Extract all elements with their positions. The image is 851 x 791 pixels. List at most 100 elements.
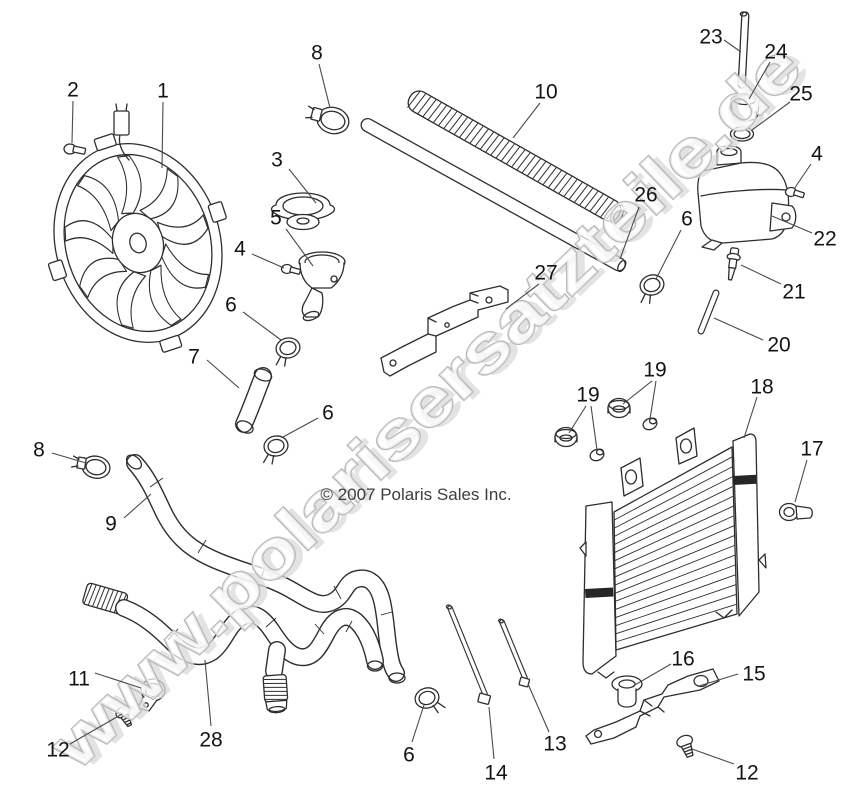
duct-rib [485,134,500,153]
cooling-fan [47,103,227,353]
bleed-fitting [726,247,741,281]
callout-mount-bracket: 27 [534,262,557,285]
fan-blade [117,154,142,215]
duct-rib [553,173,568,191]
lower-hose [82,582,384,714]
callout-vent-tube: 20 [767,334,790,357]
hose-rib [263,678,286,680]
leader-line-radiator [743,396,758,439]
leader-line-mount-grommet-b [568,405,587,434]
duct-rib [480,131,494,150]
coolant-reservoir [697,145,797,251]
fan-screw [63,143,87,155]
callout-fan-screw: 2 [67,79,79,102]
radiator-fin [614,495,734,553]
fan-blade [139,168,179,220]
callout-coolant-reservoir: 22 [813,228,836,251]
duct-rib [459,120,474,138]
duct-rib [454,117,468,135]
duct-rib [548,170,562,188]
callout-mount-grommet-a: 19 [643,359,666,382]
duct-rib [506,146,521,165]
callout-elbow-hose: 7 [188,346,200,369]
mount-grommet-b [554,426,578,448]
hose-rib [264,694,287,696]
reservoir-tube [737,11,750,89]
radiator-fin [613,456,733,521]
leader-line-fan-screw [71,100,74,144]
radiator-fin [614,485,734,545]
leader-line-mount-bracket [505,283,540,310]
leader-line-elbow-hose [206,359,240,389]
duct-rib [438,108,453,126]
cap-seal [729,126,755,142]
lower-bracket [585,668,720,745]
leader-line-clamp-mid [242,311,282,341]
leader-line-reservoir-tube [723,39,742,53]
overflow-tube [360,118,627,273]
duct-rib [537,164,552,182]
hose-rib [96,587,106,608]
duct-rib [407,90,421,108]
mount-clip-b [589,448,605,462]
fan-blade [161,243,210,289]
callout-cooling-fan: 1 [157,80,169,103]
callout-radiator: 18 [750,376,773,399]
fan-blade [116,271,147,329]
callout-cap-seal: 25 [789,83,812,106]
bolt-right [784,186,805,199]
radiator [579,427,767,679]
clamp-hose7 [263,435,289,465]
screw-right [676,734,694,758]
callout-clamp-bottom: 6 [403,744,415,767]
radiator-fin [614,476,734,537]
hose-rib [92,586,101,607]
callout-radiator-cap: 3 [271,149,283,172]
leader-line-drain-grommet [632,663,672,687]
callout-lower-hose: 28 [199,729,222,752]
leader-line-clamp-bottom [411,704,425,743]
callout-reservoir-tube: 23 [699,26,722,49]
duct-rib [600,199,615,218]
callout-upper-hose: 9 [105,513,117,536]
radiator-bolt [778,502,813,522]
leader-line-drain-tube-short [527,683,550,733]
leader-line-clamp-hose7 [282,417,319,438]
duct-rib [474,128,489,147]
radiator-fin [614,505,734,562]
duct-rib [579,188,594,206]
upper-hose [125,454,406,684]
radiator-fin [615,603,737,643]
leader-line-cap-seal [751,101,791,131]
leader-line-overflow-tube [619,206,640,260]
duct-rib [584,190,599,209]
leader-line-mount-grommet-b [590,405,598,451]
callout-drain-grommet: 16 [671,648,694,671]
leader-line-radiator-bolt [794,459,808,503]
duct-rib [443,111,458,129]
fan-blade [148,264,182,327]
duct-rib [532,161,547,179]
fan-blade [79,257,128,299]
callout-hose-clamp-left: 8 [33,439,45,462]
duct-rib [495,140,510,159]
watermark-text: www.polarisersatzteile.de [35,28,815,783]
duct-rib [589,193,604,212]
mount-clip-a [642,417,658,431]
fan-blade [64,220,114,255]
leader-line-upper-hose [123,493,152,519]
callout-hose-clamp-top: 8 [311,42,323,65]
duct-rib [501,143,515,162]
hose-rib [83,583,93,604]
leader-line-bolt-right [793,163,812,190]
hose-clamp-left [71,455,111,479]
mount-bracket [380,285,509,377]
leader-line-bolt-left [251,253,285,269]
radiator-fin [614,466,733,529]
callout-mount-grommet-b: 19 [576,384,599,407]
drain-tube-short [498,618,531,688]
callout-p-clamp: 11 [68,668,90,691]
copyright-text: © 2007 Polaris Sales Inc. [320,485,511,504]
